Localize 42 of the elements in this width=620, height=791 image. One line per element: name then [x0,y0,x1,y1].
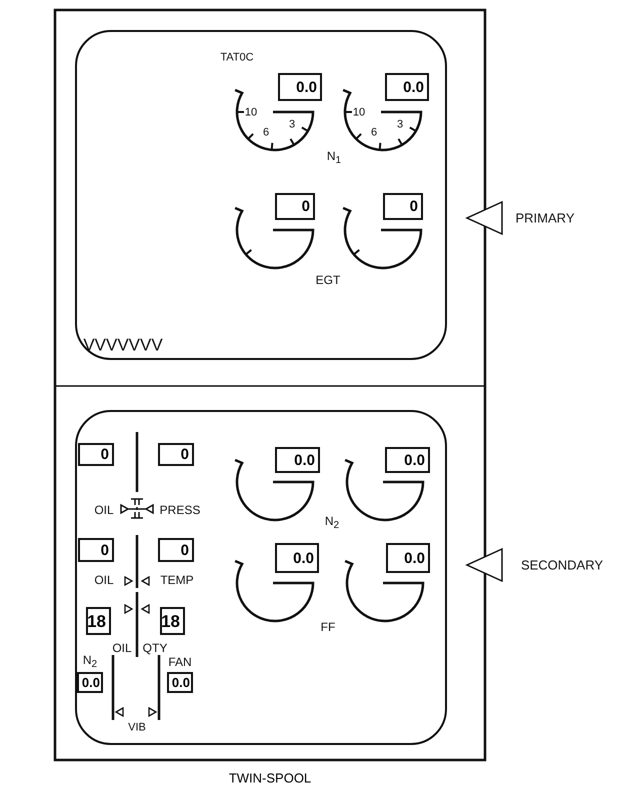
readout-box: 0.0 [278,73,322,101]
parameter-label: EGT [316,274,340,286]
readout-box: 0 [78,443,114,466]
parameter-label: OIL [94,504,114,516]
readout-box: 18 [86,607,111,635]
parameter-label: OIL [112,642,132,654]
readout-box: 0.0 [275,543,319,573]
parameter-label: N$_{2}$ [82,654,98,670]
readout-box: 0 [158,538,194,562]
caption: TWIN-SPOOL [228,770,312,786]
parameter-label: FAN [168,656,192,668]
readout-box: 0 [158,443,194,466]
scale-number: 10 [244,108,258,118]
scale-number: 10 [352,108,366,118]
parameter-label: N$_{2}$ [324,514,340,532]
readout-box: 0.0 [77,672,103,693]
readout-box: 0.0 [386,543,430,573]
readout-box: 0 [275,193,315,220]
display-screen [75,410,447,745]
scale-number: 3 [396,120,404,130]
parameter-label: TAT0C [220,52,254,64]
parameter-label: FF [320,621,336,633]
scale-number: 6 [370,128,378,138]
status-marks: VVVVVVV [83,336,163,354]
parameter-label: N$_{1}$ [326,150,342,166]
display-screen [75,30,447,360]
parameter-label: QTY [142,642,168,654]
readout-box: 0.0 [385,73,429,101]
readout-box: 0 [383,193,423,220]
readout-box: 0.0 [275,447,320,473]
parameter-label: TEMP [160,574,194,586]
readout-box: 0 [78,538,114,562]
readout-box: 18 [160,607,185,635]
parameter-label: OIL [94,574,114,586]
parameter-label: VIB [128,722,146,734]
display-label: PRIMARY [516,212,574,224]
parameter-label: PRESS [160,504,200,516]
scale-number: 3 [288,120,296,130]
readout-box: 0.0 [385,447,430,473]
scale-number: 6 [262,128,270,138]
readout-box: 0.0 [167,672,193,693]
display-label: SECONDARY [520,558,604,572]
